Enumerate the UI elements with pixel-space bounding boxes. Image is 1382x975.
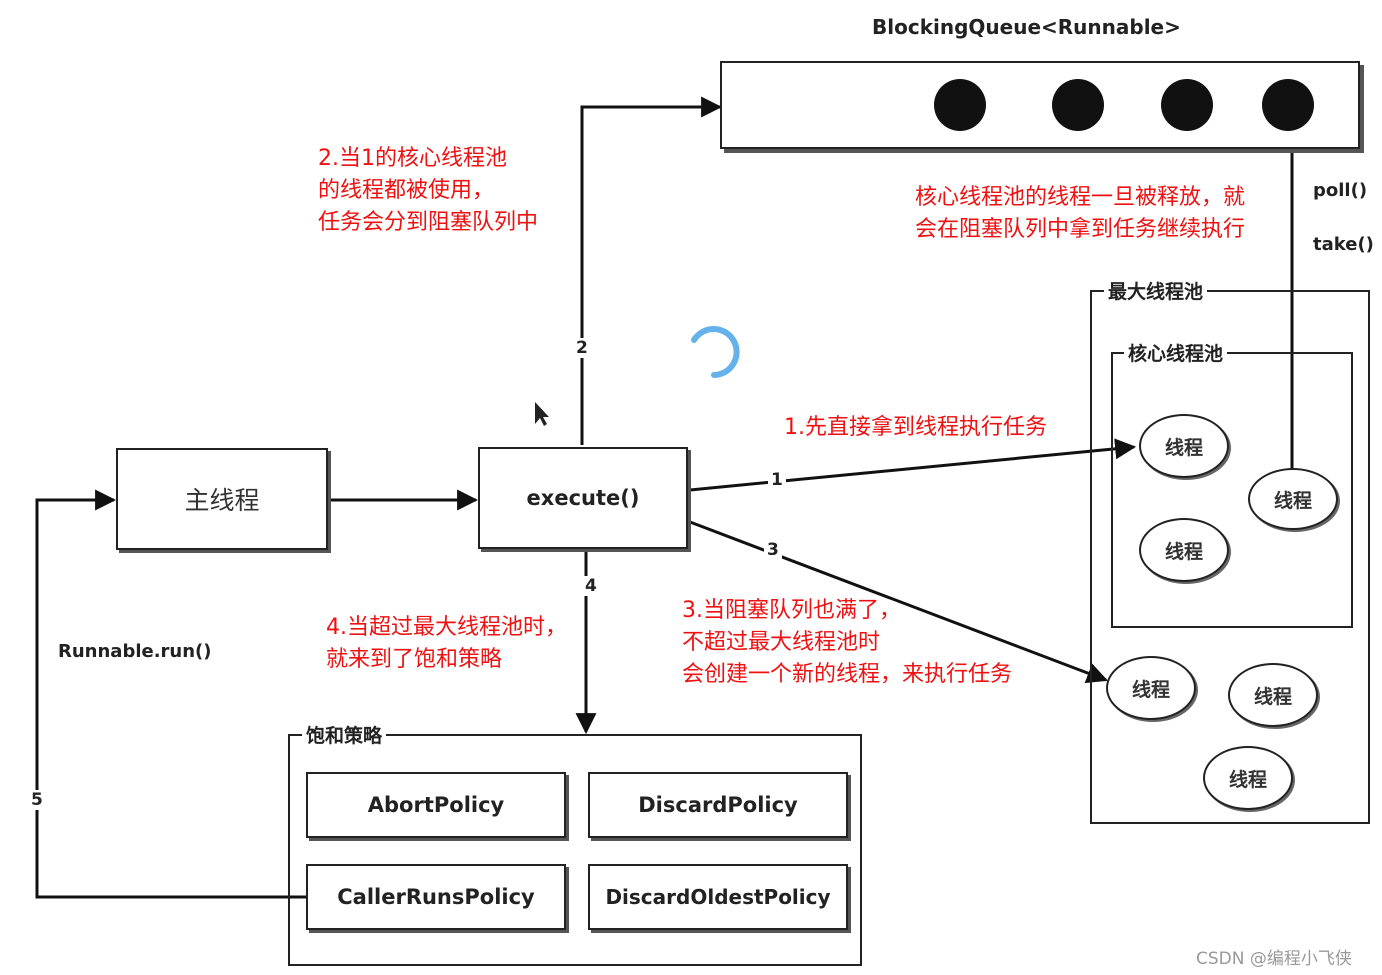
note-step4-line: 4.当超过最大线程池时， (326, 615, 567, 640)
max-thread-pool (1090, 290, 1370, 824)
edge-execute-to-new-thread (689, 520, 1108, 684)
blocking-queue (720, 61, 1360, 149)
extra-thread: 线程 (1203, 746, 1293, 810)
note-released: 核心线程池的线程一旦被释放，就 会在阻塞队列中拿到任务继续执行 (915, 182, 1245, 246)
queue-task-dot (934, 79, 986, 131)
core-thread: 线程 (1248, 468, 1338, 530)
edge-callerruns-to-main (35, 489, 306, 899)
execute-box: execute() (478, 447, 688, 549)
extra-thread: 线程 (1106, 656, 1196, 720)
take-label: take() (1313, 234, 1374, 255)
watermark: CSDN @编程小飞侠 (1196, 949, 1352, 969)
poll-label: poll() (1313, 180, 1368, 201)
main-thread-box: 主线程 (116, 448, 328, 550)
queue-task-dot (1262, 79, 1314, 131)
note-step2-line: 任务会分到阻塞队列中 (318, 210, 539, 235)
note-step2-line: 2.当1的核心线程池 (318, 146, 507, 171)
discard-oldest-policy-box: DiscardOldestPolicy (588, 864, 848, 930)
edge-label-3: 3 (764, 540, 782, 560)
max-thread-pool-title: 最大线程池 (1104, 277, 1208, 304)
core-thread-pool (1111, 352, 1353, 628)
extra-thread: 线程 (1228, 663, 1318, 727)
note-step4: 4.当超过最大线程池时， 就来到了饱和策略 (326, 612, 567, 676)
note-step3-line: 不超过最大线程池时 (682, 630, 881, 655)
note-released-line: 会在阻塞队列中拿到任务继续执行 (915, 217, 1246, 242)
note-step3-line: 3.当阻塞队列也满了， (682, 598, 901, 623)
loading-spinner-icon (691, 326, 740, 378)
note-step3-line: 会创建一个新的线程，来执行任务 (682, 662, 1013, 687)
note-released-line: 核心线程池的线程一旦被释放，就 (915, 185, 1246, 210)
note-step4-line: 就来到了饱和策略 (326, 647, 503, 672)
edge-execute-to-core-thread (689, 438, 1137, 492)
saturation-policy-group (288, 734, 862, 966)
core-thread: 线程 (1139, 414, 1229, 478)
note-step2: 2.当1的核心线程池 的线程都被使用， 任务会分到阻塞队列中 (318, 143, 538, 239)
edge-label-4: 4 (582, 576, 600, 596)
abort-policy-box: AbortPolicy (306, 772, 566, 838)
note-step3: 3.当阻塞队列也满了， 不超过最大线程池时 会创建一个新的线程，来执行任务 (682, 595, 1012, 691)
queue-task-dot (1052, 79, 1104, 131)
queue-title: BlockingQueue<Runnable> (872, 15, 1181, 39)
edge-label-5: 5 (28, 790, 46, 810)
edge-label-2: 2 (573, 338, 591, 358)
edge-execute-to-queue (580, 96, 723, 445)
cursor-icon (535, 402, 549, 426)
queue-task-dot (1161, 79, 1213, 131)
edge-label-1: 1 (768, 470, 786, 490)
core-thread-pool-title: 核心线程池 (1124, 339, 1228, 366)
caller-runs-policy-box: CallerRunsPolicy (306, 864, 566, 930)
note-step2-line: 的线程都被使用， (318, 178, 495, 203)
saturation-policy-title: 饱和策略 (302, 721, 387, 748)
runnable-run-label: Runnable.run() (58, 641, 212, 662)
note-step1: 1.先直接拿到线程执行任务 (784, 415, 1047, 440)
execute-label: execute() (526, 486, 640, 510)
main-thread-label: 主线程 (184, 486, 260, 515)
core-thread: 线程 (1139, 518, 1229, 582)
discard-policy-box: DiscardPolicy (588, 772, 848, 838)
